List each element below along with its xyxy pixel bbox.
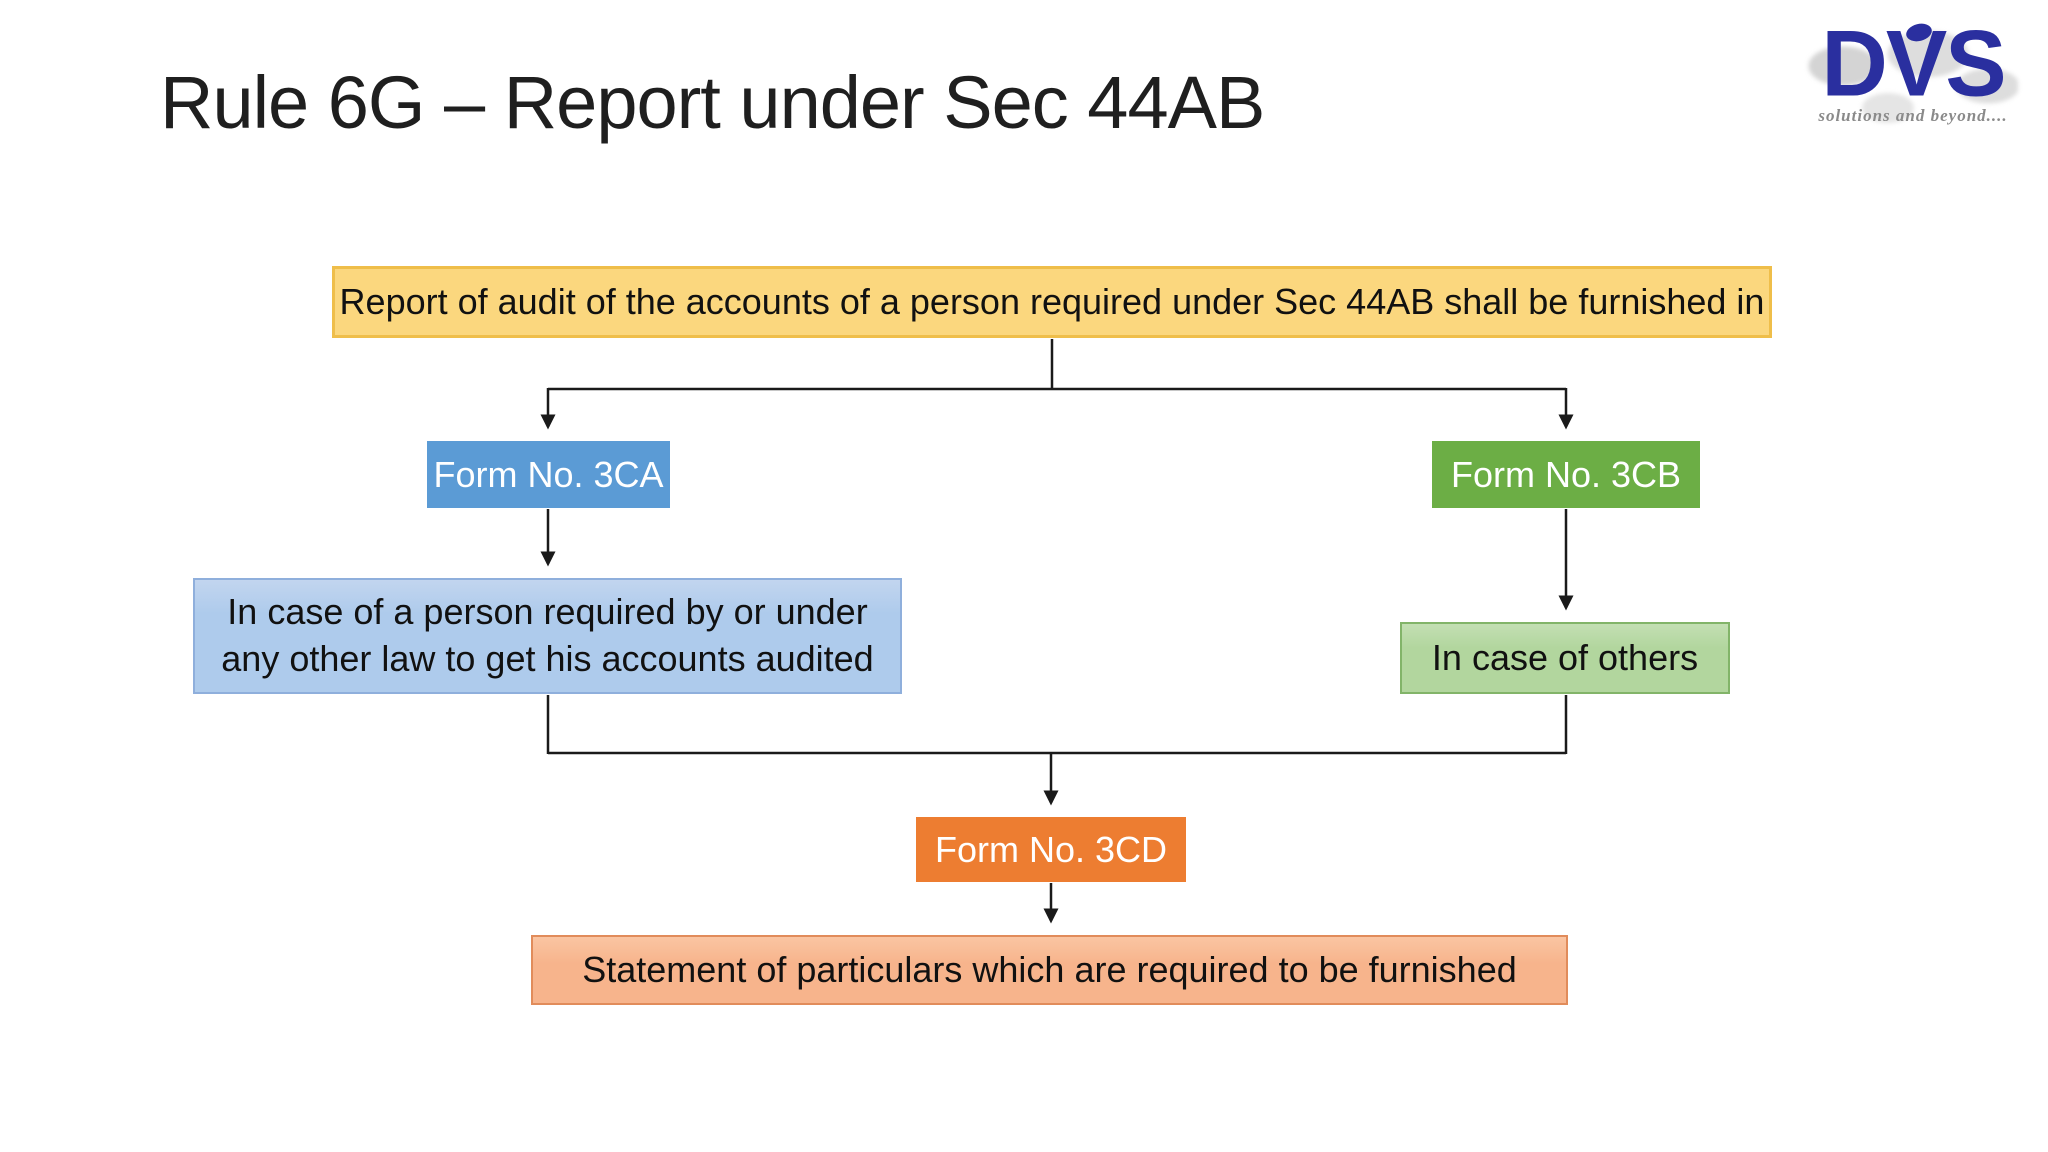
logo-tagline: solutions and beyond....: [1818, 106, 2008, 125]
flow-box-form-3cb: Form No. 3CB: [1432, 441, 1700, 508]
flow-box-form-3ca: Form No. 3CA: [427, 441, 670, 508]
flow-box-form-3cd: Form No. 3CD: [916, 817, 1186, 882]
flow-box-case-3ca: In case of a person required by or under…: [193, 578, 902, 694]
slide-title: Rule 6G – Report under Sec 44AB: [160, 61, 1265, 144]
flow-box-case-3cb: In case of others: [1400, 622, 1730, 694]
flow-box-statement: Statement of particulars which are requi…: [531, 935, 1568, 1005]
dvs-logo: DVS solutions and beyond....: [1808, 15, 2018, 156]
flow-box-root: Report of audit of the accounts of a per…: [332, 266, 1772, 338]
